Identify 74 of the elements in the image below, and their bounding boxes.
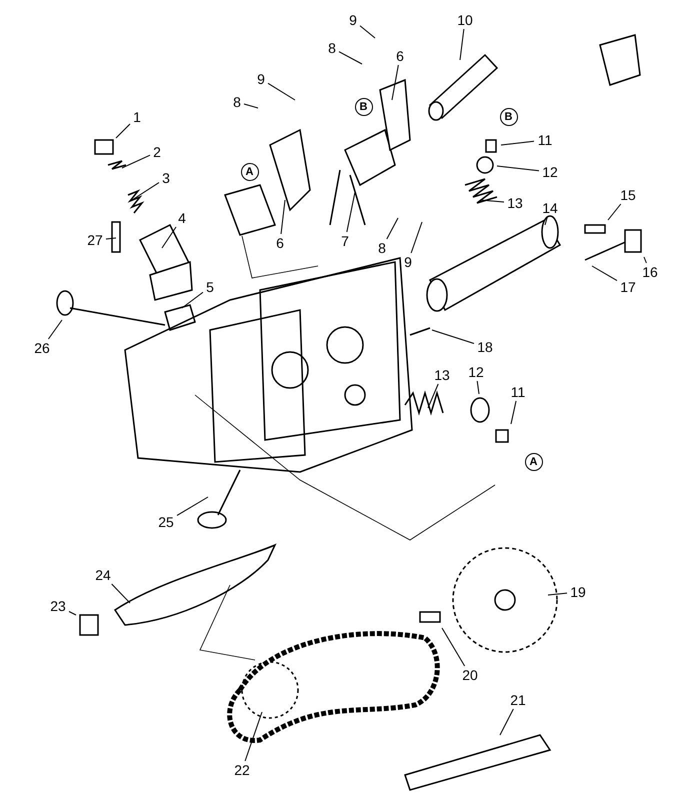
leader-line xyxy=(68,611,76,616)
reference-letter: A xyxy=(240,162,258,180)
leader-line xyxy=(162,226,176,248)
leader-line xyxy=(392,64,399,100)
leader-line xyxy=(244,712,262,762)
callout-number: 26 xyxy=(32,340,52,356)
leader-line xyxy=(386,218,398,240)
callout-number: 6 xyxy=(274,235,286,251)
callout-number: 25 xyxy=(156,514,176,530)
callout-number: 8 xyxy=(326,40,338,56)
leader-line xyxy=(480,200,504,203)
callout-number: 12 xyxy=(466,364,486,380)
callout-number: 13 xyxy=(432,367,452,383)
leader-line xyxy=(116,124,130,138)
leader-line xyxy=(176,496,208,516)
callout-number: 22 xyxy=(232,762,252,778)
callout-number: 7 xyxy=(339,233,351,249)
callout-number: 13 xyxy=(505,195,525,211)
leader-line xyxy=(122,154,150,168)
callout-number: 9 xyxy=(255,71,267,87)
callout-number: 4 xyxy=(176,210,188,226)
leader-line xyxy=(111,584,130,604)
leader-line xyxy=(268,82,296,100)
leader-line xyxy=(442,628,466,666)
callout-number: 23 xyxy=(48,598,68,614)
callout-number: 27 xyxy=(85,232,105,248)
leader-line xyxy=(346,192,356,232)
callout-number: 8 xyxy=(376,240,388,256)
callout-number: 17 xyxy=(618,279,638,295)
reference-letter: B xyxy=(500,108,518,126)
callout-number: 12 xyxy=(540,164,560,180)
callout-number: 14 xyxy=(540,200,560,216)
reference-letter: A xyxy=(524,452,542,470)
callout-number: 1 xyxy=(131,109,143,125)
leader-line xyxy=(432,330,474,344)
callout-number: 21 xyxy=(508,692,528,708)
callout-number: 19 xyxy=(568,584,588,600)
leader-line xyxy=(500,708,514,736)
callout-number: 16 xyxy=(640,264,660,280)
leader-line xyxy=(360,25,376,38)
leader-line xyxy=(608,204,622,220)
leader-line xyxy=(500,140,534,146)
callout-number: 6 xyxy=(394,48,406,64)
leader-line xyxy=(132,182,160,200)
leader-line xyxy=(48,320,62,340)
callout-number: 11 xyxy=(508,384,528,400)
leader-line xyxy=(182,292,204,308)
leader-line xyxy=(428,384,439,408)
callout-number: 8 xyxy=(231,94,243,110)
leader-line xyxy=(644,256,647,264)
leader-line xyxy=(410,222,422,254)
callout-number: 20 xyxy=(460,667,480,683)
leader-line xyxy=(548,592,568,596)
leader-line xyxy=(510,400,517,424)
leader-line xyxy=(544,216,548,226)
leader-line xyxy=(106,238,116,240)
callout-number: 2 xyxy=(151,144,163,160)
callout-number: 9 xyxy=(402,254,414,270)
leader-line xyxy=(476,380,480,394)
callout-number: 18 xyxy=(475,339,495,355)
callout-number: 15 xyxy=(618,187,638,203)
reference-letter: B xyxy=(354,98,372,116)
leader-line xyxy=(280,200,286,234)
callout-number: 11 xyxy=(535,132,555,148)
leader-line xyxy=(496,166,540,172)
callout-number: 10 xyxy=(455,12,475,28)
callout-number: 24 xyxy=(93,567,113,583)
callout-number: 9 xyxy=(347,12,359,28)
callout-number: 5 xyxy=(204,279,216,295)
leader-line xyxy=(244,104,258,108)
leader-line xyxy=(338,51,362,64)
leader-line xyxy=(592,266,618,282)
callout-number: 3 xyxy=(160,170,172,186)
leader-line xyxy=(460,28,464,60)
